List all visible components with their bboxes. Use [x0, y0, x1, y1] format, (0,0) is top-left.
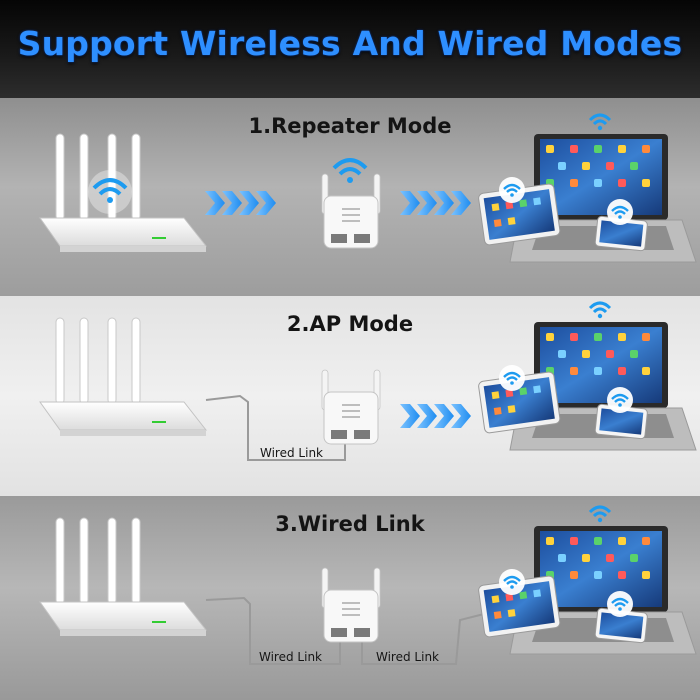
repeater-mode-title: 1.Repeater Mode: [248, 114, 452, 138]
wired-link-label: Wired Link: [260, 446, 323, 460]
wired-link-label-left: Wired Link: [259, 650, 322, 664]
wired-link-title: 3.Wired Link: [275, 512, 425, 536]
ap-mode-title: 2.AP Mode: [286, 312, 414, 336]
wired-link-label-right: Wired Link: [376, 650, 439, 664]
header-banner: Support Wireless And Wired Modes: [0, 0, 700, 98]
page-title: Support Wireless And Wired Modes: [17, 24, 683, 63]
